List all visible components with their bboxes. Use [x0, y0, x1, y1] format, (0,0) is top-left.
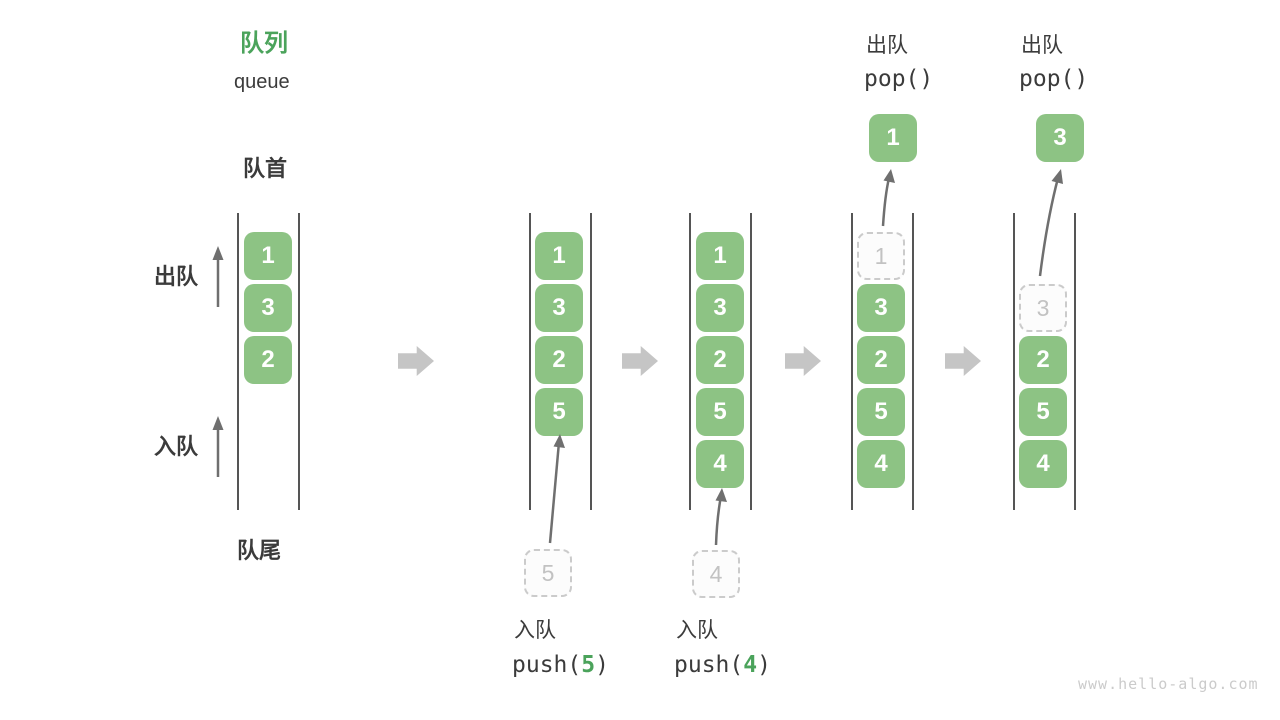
- queue2-wall-left: [529, 213, 531, 510]
- queue-cell: 4: [696, 440, 744, 488]
- op-code: pop(): [864, 66, 934, 92]
- rear-label: 队尾: [237, 538, 282, 563]
- step-arrow-icon: [622, 346, 658, 376]
- watermark: www.hello-algo.com: [1078, 675, 1259, 693]
- queue-cell: 2: [244, 336, 292, 384]
- op-close: ): [595, 652, 609, 678]
- queue3-wall-left: [689, 213, 691, 510]
- queue2-wall-right: [590, 213, 592, 510]
- queue-cell: 1: [696, 232, 744, 280]
- front-label: 队首: [243, 156, 288, 181]
- queue-cell: 3: [857, 284, 905, 332]
- queue-cell: 2: [857, 336, 905, 384]
- op-code: push(4): [674, 654, 771, 677]
- op-label: 入队: [514, 619, 556, 642]
- diagram-title-zh: 队列: [240, 30, 288, 57]
- dequeued-ghost-cell: 3: [1019, 284, 1067, 332]
- op-fn: push(: [512, 652, 582, 678]
- pop-arrow-icon: [1038, 169, 1063, 277]
- op-code: push(5): [512, 654, 609, 677]
- push-arrow-icon: [548, 434, 565, 544]
- queue-cell: 4: [857, 440, 905, 488]
- queue-cell: 2: [696, 336, 744, 384]
- op-fn: push(: [674, 652, 744, 678]
- pop-arrow-icon: [881, 169, 895, 227]
- queue-cell: 4: [1019, 440, 1067, 488]
- op-code: pop(): [1019, 66, 1089, 92]
- queue5-wall-left: [1013, 213, 1015, 510]
- popped-cell: 3: [1036, 114, 1084, 162]
- queue4-wall-right: [912, 213, 914, 510]
- dequeued-ghost-cell: 1: [857, 232, 905, 280]
- diagram-title-en: queue: [234, 71, 290, 93]
- queue1-wall-right: [298, 213, 300, 510]
- op-label: 入队: [676, 619, 718, 642]
- queue-cell: 3: [696, 284, 744, 332]
- queue-cell: 2: [1019, 336, 1067, 384]
- queue1-wall-left: [237, 213, 239, 510]
- push-arrow-icon: [714, 488, 727, 546]
- popped-cell: 1: [869, 114, 917, 162]
- op-arg: 4: [743, 652, 758, 678]
- queue-cell: 5: [1019, 388, 1067, 436]
- queue-cell: 5: [696, 388, 744, 436]
- queue-cell: 3: [244, 284, 292, 332]
- queue-cell: 2: [535, 336, 583, 384]
- enqueue-up-arrow-icon: [212, 416, 224, 477]
- step-arrow-icon: [398, 346, 434, 376]
- queue-cell: 1: [244, 232, 292, 280]
- op-label: 出队: [866, 34, 908, 57]
- queue-cell: 1: [535, 232, 583, 280]
- incoming-ghost-cell: 4: [692, 550, 740, 598]
- dequeue-side-label: 出队: [154, 264, 199, 289]
- incoming-ghost-cell: 5: [524, 549, 572, 597]
- queue4-wall-left: [851, 213, 853, 510]
- op-close: ): [757, 652, 771, 678]
- queue5-wall-right: [1074, 213, 1076, 510]
- op-label: 出队: [1021, 34, 1063, 57]
- enqueue-side-label: 入队: [154, 434, 199, 459]
- queue3-wall-right: [750, 213, 752, 510]
- queue-cell: 5: [535, 388, 583, 436]
- queue-cell: 3: [535, 284, 583, 332]
- op-arg: 5: [581, 652, 596, 678]
- dequeue-up-arrow-icon: [212, 246, 224, 307]
- step-arrow-icon: [945, 346, 981, 376]
- queue-cell: 5: [857, 388, 905, 436]
- step-arrow-icon: [785, 346, 821, 376]
